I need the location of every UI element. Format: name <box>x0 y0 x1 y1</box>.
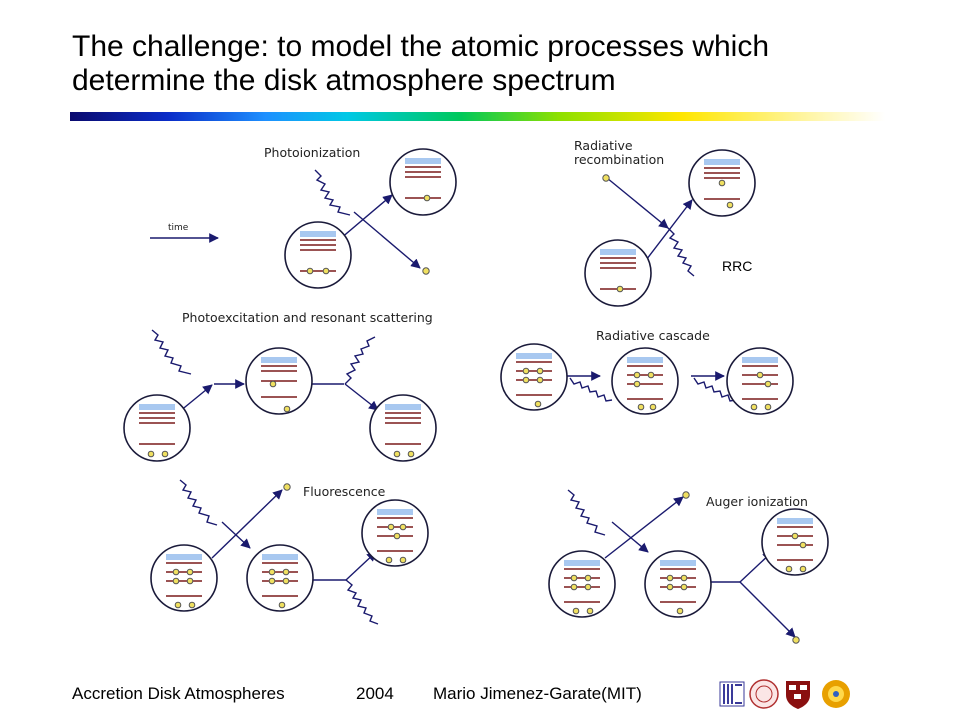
photon-cascade-1 <box>569 377 613 402</box>
label-radiative-cascade: Radiative cascade <box>596 328 710 343</box>
atom-fluorescence-final <box>361 499 429 567</box>
photon-out-fluorescence <box>345 579 379 625</box>
atom-cascade-3 <box>726 347 794 415</box>
photon-cascade-2 <box>693 377 737 402</box>
label-fluorescence: Fluorescence <box>303 484 386 499</box>
seal-icon <box>749 679 779 709</box>
atom-recombination-initial <box>584 239 652 307</box>
footer-year: 2004 <box>356 684 394 703</box>
atom-fluorescence-initial <box>150 544 218 612</box>
atom-photoionization-initial <box>284 221 352 289</box>
footer-author: Mario Jimenez-Garate(MIT) <box>433 684 642 703</box>
atom-auger-final <box>761 508 829 576</box>
mit-logo-icon <box>719 681 745 707</box>
electron-ejected-auger-1 <box>682 491 690 499</box>
atom-auger-initial <box>548 550 616 618</box>
label-radiative-recombination-2: recombination <box>574 152 664 167</box>
photon-out-photoexcitation <box>344 336 376 385</box>
harvard-shield-icon <box>786 681 810 709</box>
logo-strip <box>719 679 850 709</box>
atom-photoexcitation-initial <box>123 394 191 462</box>
slide-title: The challenge: to model the atomic proce… <box>72 30 922 98</box>
electron-ejected-photoionization <box>422 267 430 275</box>
atom-photoexcitation-excited <box>245 347 313 415</box>
atom-recombination-final <box>688 149 756 217</box>
label-auger: Auger ionization <box>706 494 808 509</box>
title-line-1: The challenge: to model the atomic proce… <box>72 30 770 63</box>
photon-in-photoexcitation <box>151 329 192 375</box>
label-rrc: RRC <box>722 258 752 274</box>
rainbow-rule <box>70 112 885 121</box>
label-radiative-recombination-1: Radiative <box>574 138 633 153</box>
atom-auger-ionized <box>644 550 712 618</box>
photon-out-rrc <box>667 227 695 277</box>
title-line-2: determine the disk atmosphere spectrum <box>72 64 616 97</box>
label-photoexcitation: Photoexcitation and resonant scattering <box>182 310 433 325</box>
atom-fluorescence-ionized <box>246 544 314 612</box>
footer-title: Accretion Disk Atmospheres <box>72 684 285 703</box>
label-time: time <box>168 223 189 233</box>
atom-cascade-2 <box>611 347 679 415</box>
label-photoionization: Photoionization <box>264 145 360 160</box>
photon-in-auger <box>567 489 606 536</box>
electron-ejected-auger-2 <box>792 636 800 644</box>
sun-icon <box>822 680 850 708</box>
atom-photoionization-final <box>389 148 457 216</box>
atom-photoexcitation-final <box>369 394 437 462</box>
photon-in-photoionization <box>314 169 351 216</box>
photon-in-fluorescence <box>179 479 218 526</box>
electron-incoming-recombination <box>602 174 610 182</box>
electron-ejected-fluorescence <box>283 483 291 491</box>
atom-cascade-1 <box>500 343 568 411</box>
